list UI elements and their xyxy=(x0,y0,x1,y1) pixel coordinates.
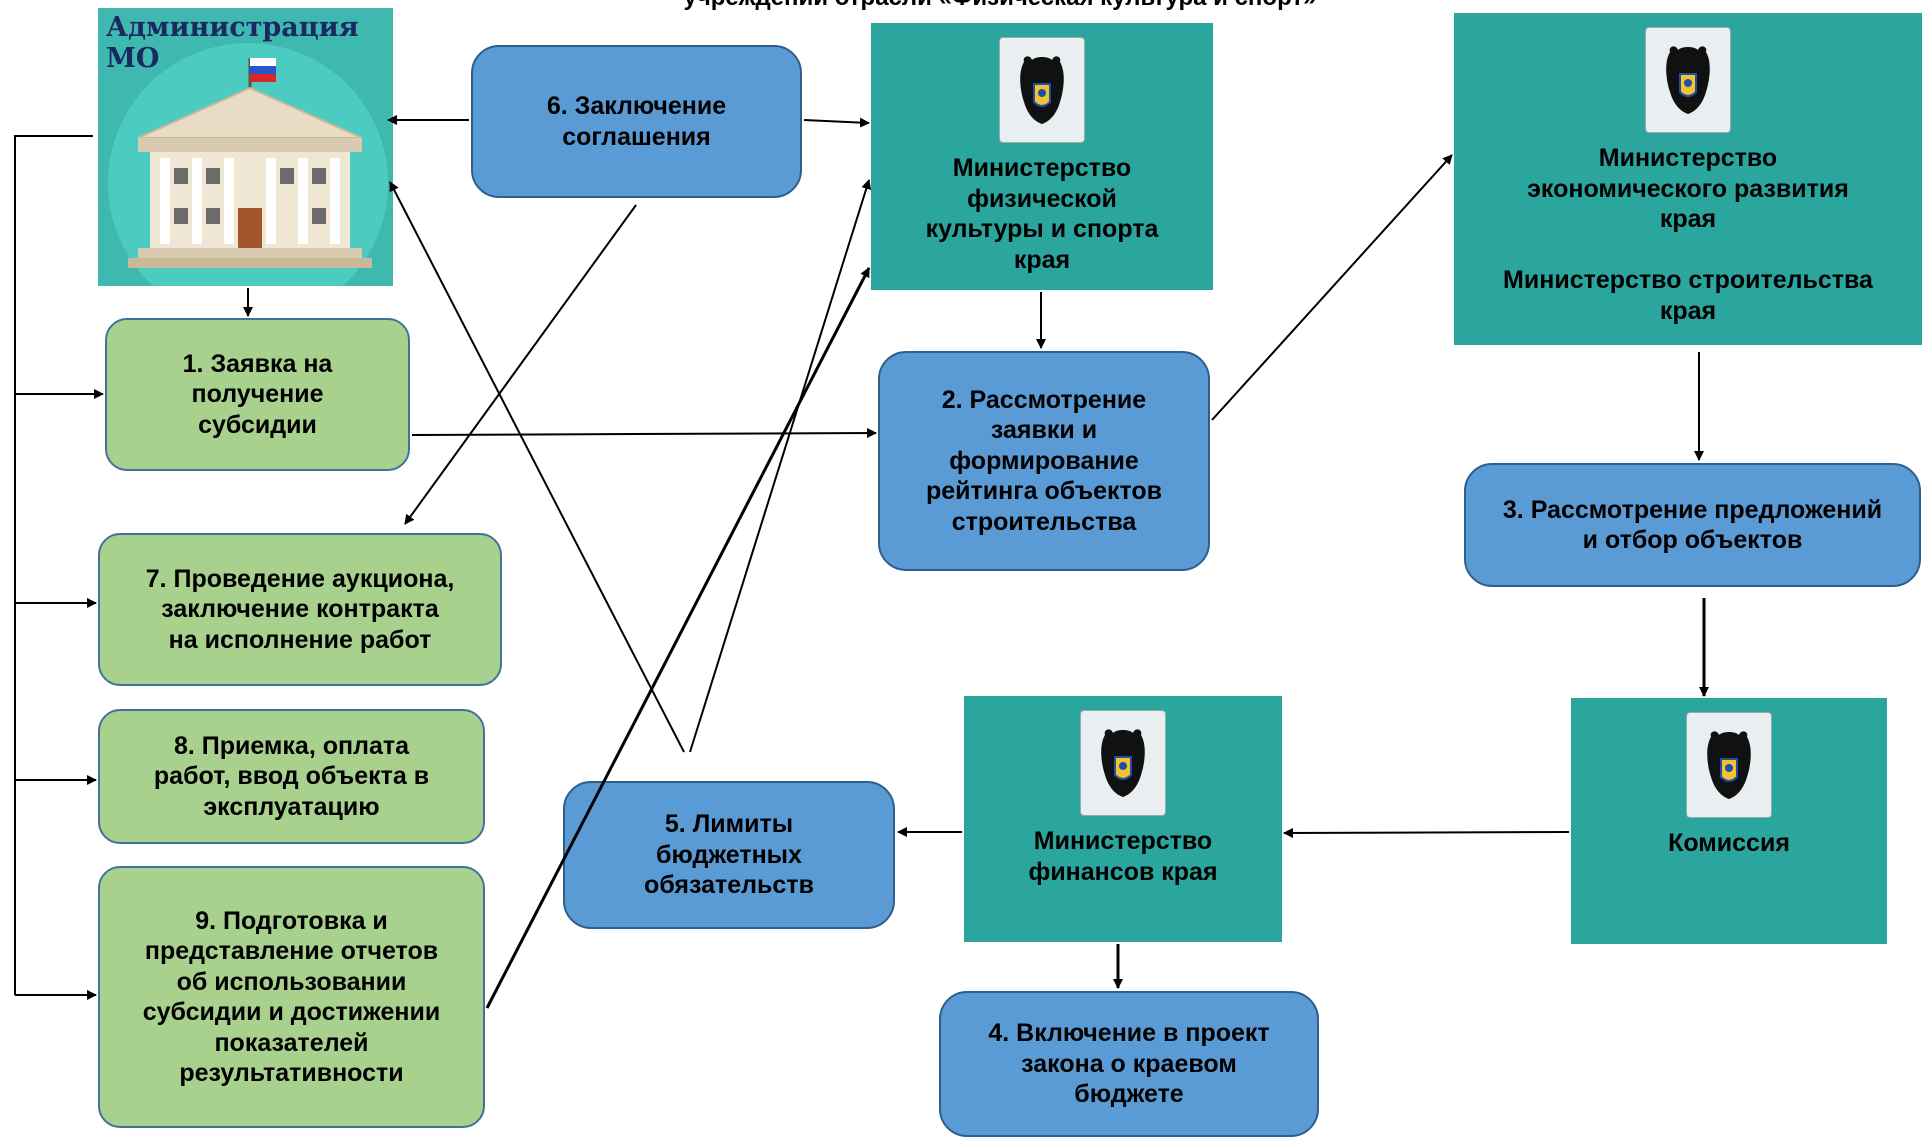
step-2-box: 2. Рассмотрение заявки и формирование ре… xyxy=(878,351,1210,571)
step-8-box: 8. Приемка, оплата работ, ввод объекта в… xyxy=(98,709,485,844)
bear-crest-icon xyxy=(1686,712,1772,818)
ministry-econ-node: Министерство экономического развития кра… xyxy=(1454,13,1922,345)
commission-label: Комиссия xyxy=(1668,829,1790,857)
step-4-label: 4. Включение в проект закона о краевом б… xyxy=(988,1019,1270,1109)
step-8-label: 8. Приемка, оплата работ, ввод объекта в… xyxy=(153,731,430,821)
step-5-label: 5. Лимиты бюджетных обязательств xyxy=(644,810,814,900)
government-building-icon xyxy=(108,43,388,286)
step-6-label: 6. Заключение соглашения xyxy=(546,92,727,151)
step-5-box: 5. Лимиты бюджетных обязательств xyxy=(563,781,895,929)
step-6-box: 6. Заключение соглашения xyxy=(471,45,802,198)
step-9-label: 9. Подготовка и представление отчетов об… xyxy=(142,906,441,1088)
commission-node: Комиссия xyxy=(1571,698,1887,944)
step-3-label: 3. Рассмотрение предложений и отбор объе… xyxy=(1502,495,1883,555)
administration-label: Администрация МО xyxy=(106,12,359,74)
step-7-label: 7. Проведение аукциона, заключение контр… xyxy=(145,564,455,654)
step-3-box: 3. Рассмотрение предложений и отбор объе… xyxy=(1464,463,1921,587)
ministry-econ-label: Министерство экономического развития кра… xyxy=(1503,144,1873,325)
step-9-box: 9. Подготовка и представление отчетов об… xyxy=(98,866,485,1128)
ministry-sport-node: Министерство физической культуры и спорт… xyxy=(871,23,1213,290)
ministry-finance-node: Министерство финансов края xyxy=(964,696,1282,942)
bear-crest-icon xyxy=(999,37,1085,143)
step-4-box: 4. Включение в проект закона о краевом б… xyxy=(939,991,1319,1137)
step-2-label: 2. Рассмотрение заявки и формирование ре… xyxy=(925,385,1163,536)
ministry-sport-label: Министерство физической культуры и спорт… xyxy=(925,154,1159,274)
step-7-box: 7. Проведение аукциона, заключение контр… xyxy=(98,533,502,686)
bear-crest-icon xyxy=(1645,27,1731,133)
step-1-box: 1. Заявка на получение субсидии xyxy=(105,318,410,471)
step-1-label: 1. Заявка на получение субсидии xyxy=(182,349,333,439)
administration-node: Администрация МО xyxy=(98,8,393,286)
bear-crest-icon xyxy=(1080,710,1166,816)
ministry-finance-label: Министерство финансов края xyxy=(1028,827,1218,886)
diagram-title: учреждений отрасли «Физическая культура … xyxy=(600,0,1400,12)
